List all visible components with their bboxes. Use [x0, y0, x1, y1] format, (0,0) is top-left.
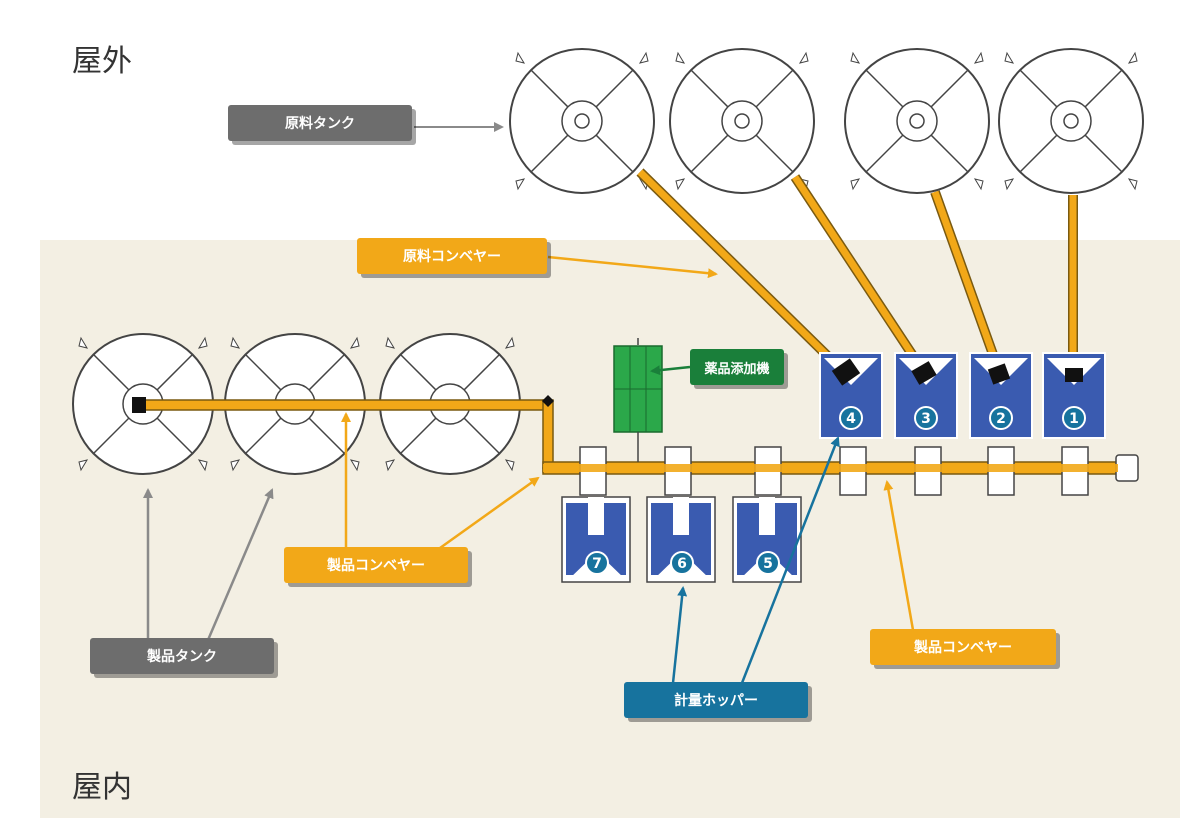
additive-machine: [613, 338, 663, 462]
arrow-raw-conveyor: [547, 255, 718, 279]
hopper-7: [561, 496, 631, 583]
hopper-6: [646, 496, 716, 583]
arrow-additive: [650, 365, 691, 376]
hopper-number: 2: [996, 411, 1006, 427]
arrow-product-conveyor-right: [883, 480, 915, 631]
additive-machine-label: 薬品添加機: [690, 349, 784, 385]
indoor-label: 屋内: [72, 770, 132, 805]
arrow-product-conveyor-left-b: [439, 476, 540, 550]
product-conveyor-bottom: [542, 446, 1139, 496]
raw-tank-3: [844, 48, 990, 194]
hopper-5: [732, 496, 802, 583]
raw-conveyor: [636, 168, 1078, 380]
hopper-3: [894, 352, 958, 439]
arrow-hopper-a: [671, 586, 688, 684]
hopper-number: 3: [921, 411, 931, 427]
arrow-hopper-b: [740, 436, 840, 684]
raw-tank-2: [669, 48, 815, 194]
product-conveyor-right-label: 製品コンベヤー: [870, 629, 1056, 665]
arrow-product-tank-b: [206, 488, 274, 641]
hopper-number: 6: [677, 556, 687, 572]
hopper-number: 1: [1069, 411, 1079, 427]
raw-conveyor-label: 原料コンベヤー: [357, 238, 547, 274]
raw-tank-1: [509, 48, 655, 194]
raw-tank-label: 原料タンク: [228, 105, 412, 141]
hopper-1: [1042, 352, 1106, 439]
hopper-number: 7: [592, 556, 602, 572]
hopper-4: [819, 352, 883, 439]
hopper-2: [969, 352, 1033, 439]
product-conveyor-left-label: 製品コンベヤー: [284, 547, 468, 583]
hopper-number: 5: [763, 556, 773, 572]
raw-tank-4: [998, 48, 1144, 194]
product-tank-label: 製品タンク: [90, 638, 274, 674]
hopper-number: 4: [846, 411, 856, 427]
weighing-hopper-label: 計量ホッパー: [624, 682, 808, 718]
outdoor-label: 屋外: [72, 44, 132, 79]
